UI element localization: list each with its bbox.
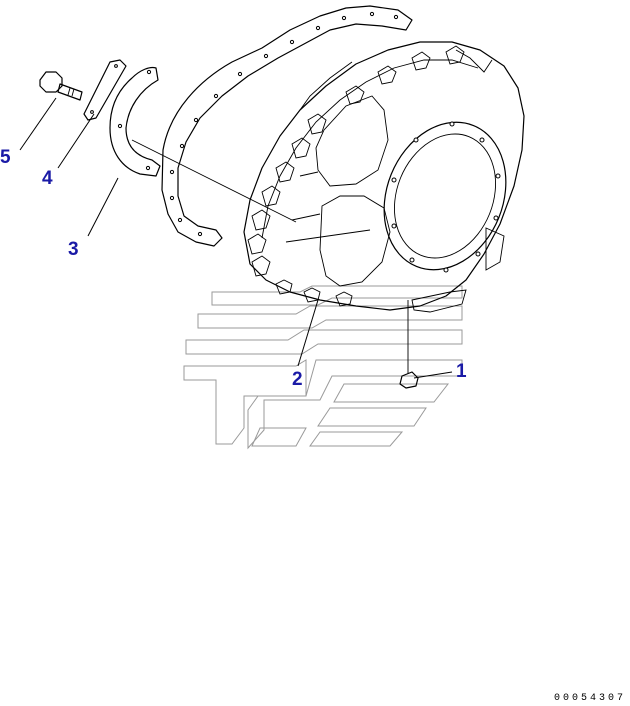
bore-bolt-holes: [391, 121, 501, 273]
callout-1[interactable]: 1: [456, 361, 467, 382]
watermark-logo: [183, 285, 463, 450]
part-3-gasket-segment: [109, 66, 161, 177]
gasket-outline: [161, 5, 413, 247]
callout-2[interactable]: 2: [292, 369, 303, 390]
part-1-fitting: [399, 300, 419, 389]
flywheel-housing: [131, 41, 525, 313]
callout-3[interactable]: 3: [68, 239, 79, 260]
leader-lines: [19, 97, 453, 379]
callout-5[interactable]: 5: [0, 147, 11, 168]
part-4-plate: [83, 59, 127, 121]
drawing-number: 00054307: [553, 693, 626, 704]
gasket-holes: [169, 11, 399, 237]
bolt-bosses: [247, 45, 465, 307]
part-5-bolt: [39, 71, 83, 101]
callout-4[interactable]: 4: [42, 168, 53, 189]
